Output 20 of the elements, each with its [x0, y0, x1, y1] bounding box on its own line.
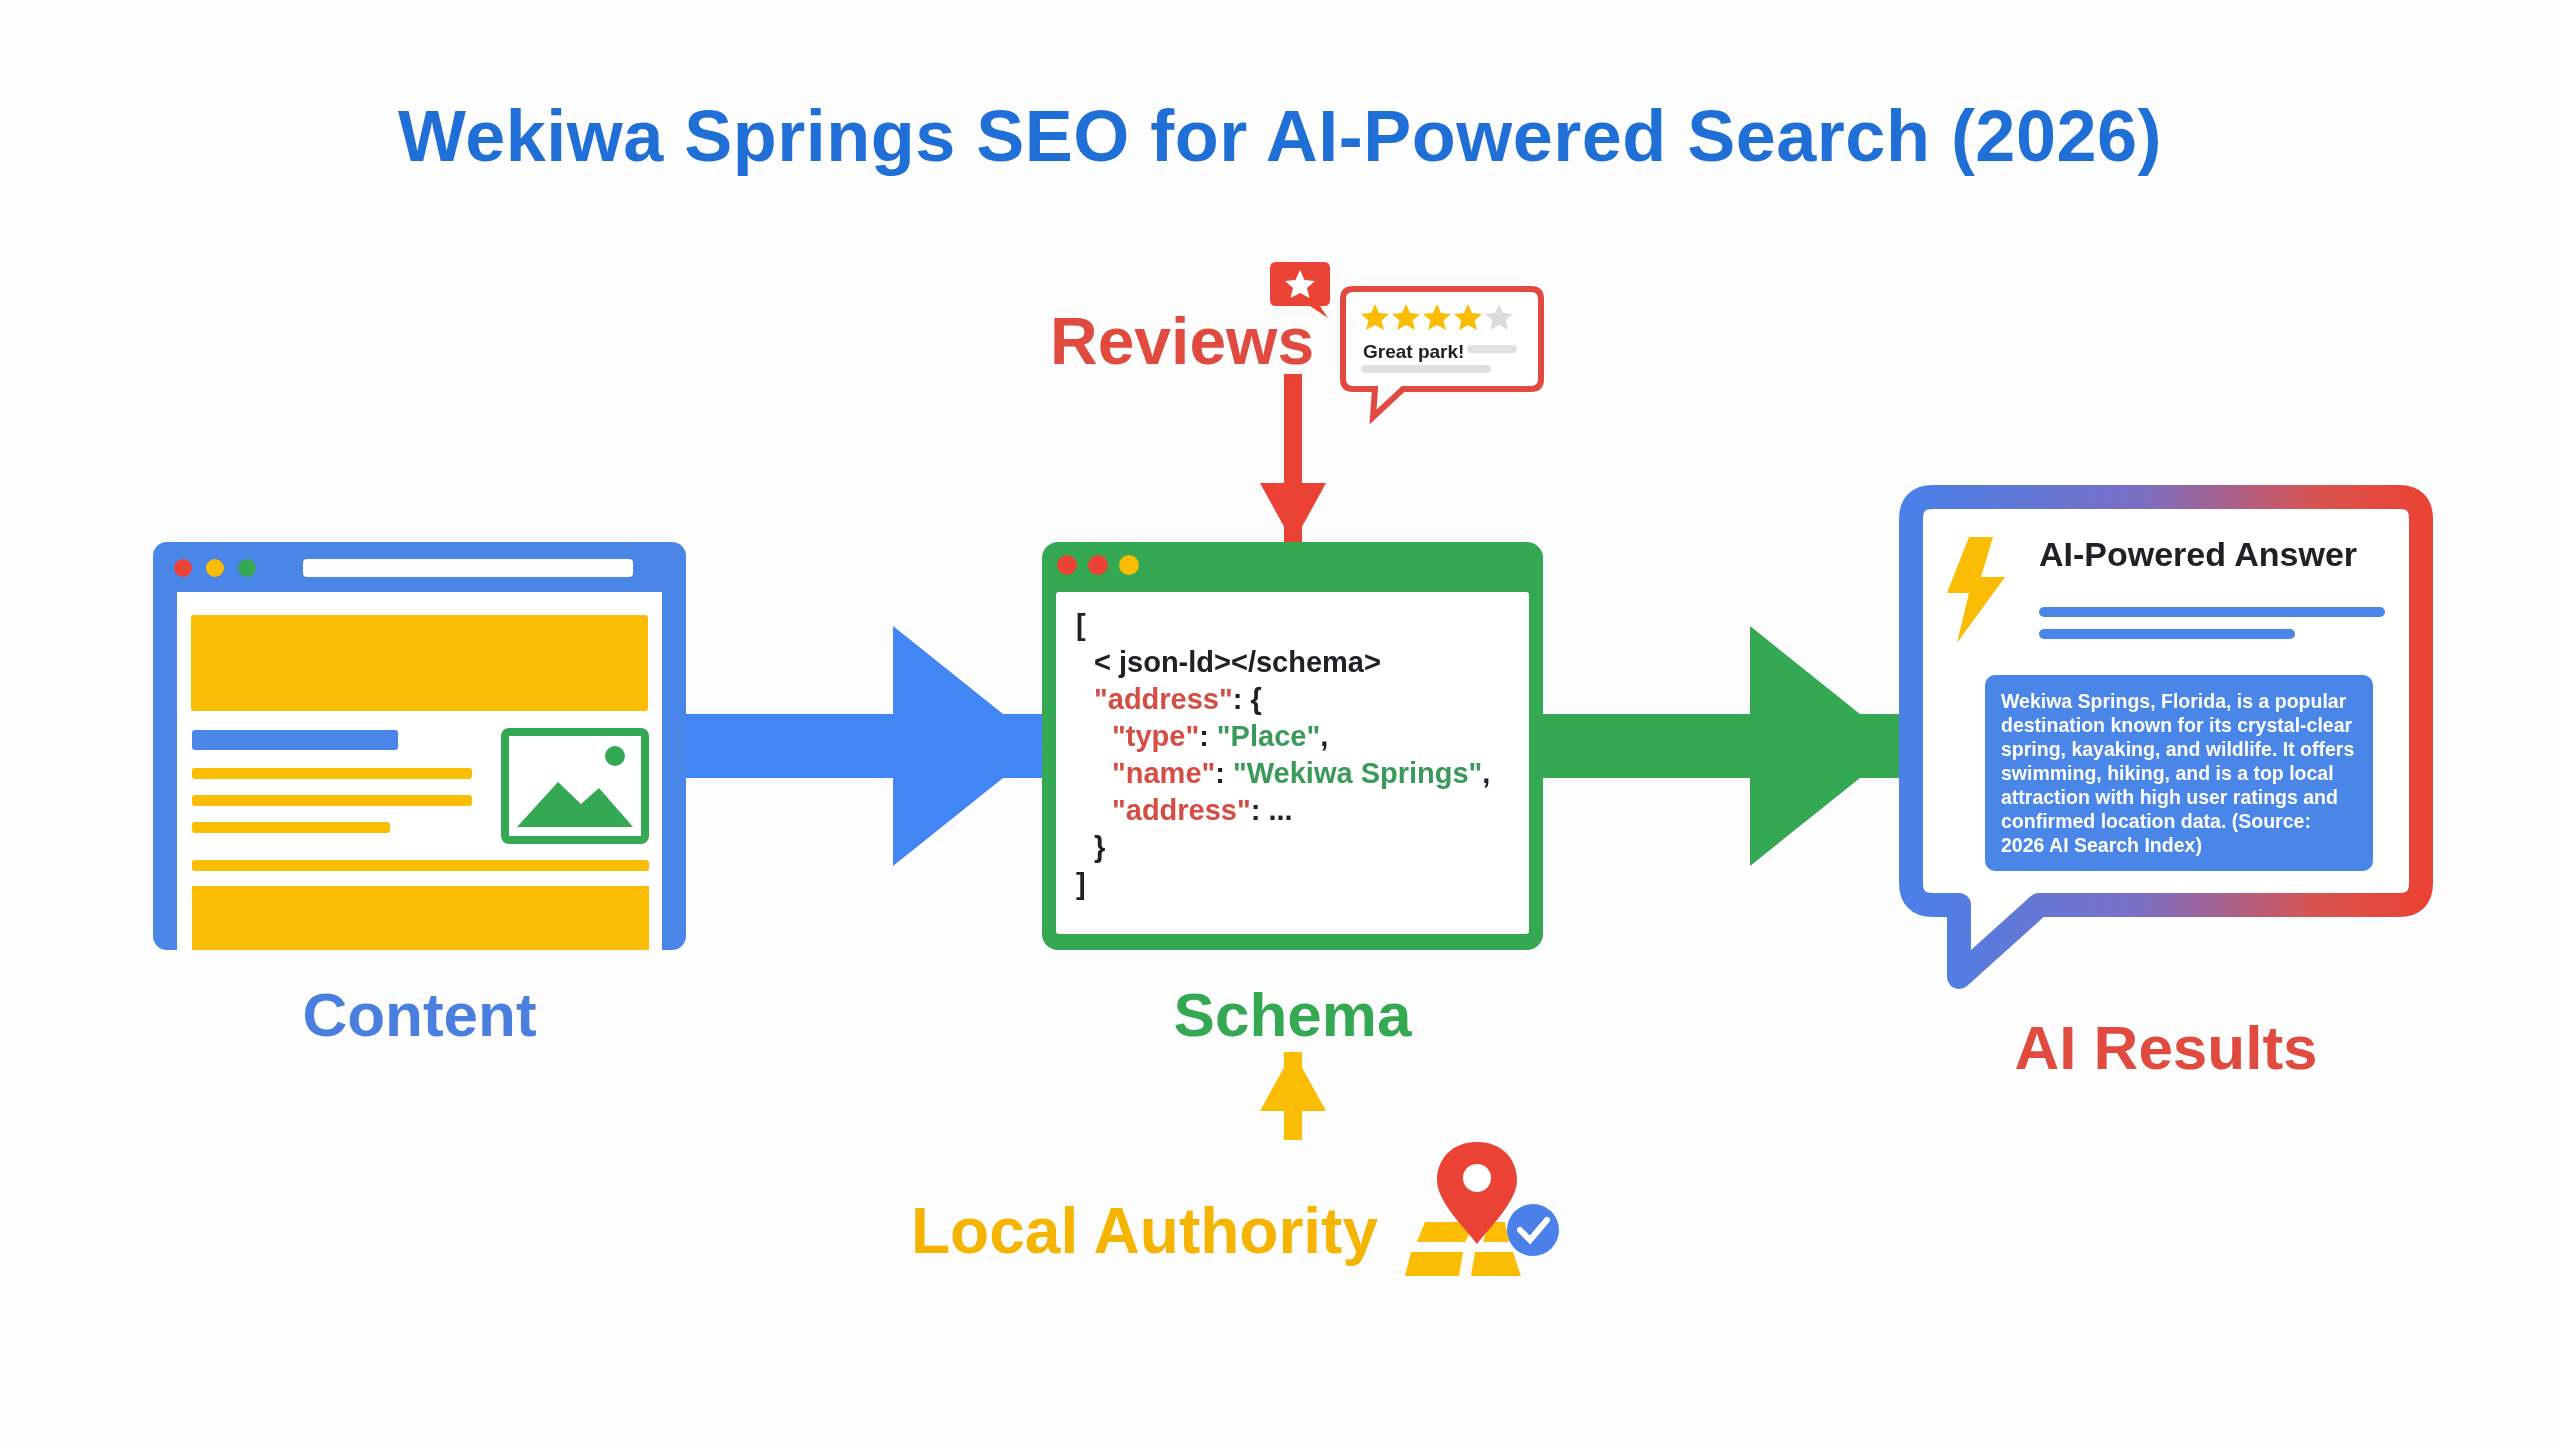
review-text: Great park! — [1363, 341, 1465, 363]
node-caption: Schema — [1173, 978, 1412, 1051]
code-line: ] — [1076, 867, 1086, 902]
code-line: "name": "Wekiwa Springs", — [1111, 756, 1491, 791]
node-caption: Content — [302, 978, 537, 1051]
answer-heading: AI-Powered Answer — [2039, 535, 2358, 574]
node-caption: AI Results — [2014, 1011, 2318, 1084]
code-line: < json-ld></schema> — [1093, 645, 1381, 680]
block-arrow — [686, 626, 1043, 866]
code-line: "type": "Place", — [1111, 719, 1329, 754]
arrow — [1260, 374, 1326, 543]
block-arrow — [1543, 626, 1900, 866]
arrow — [1260, 1051, 1326, 1140]
code-line: "address": ... — [1111, 793, 1293, 828]
node-title: Reviews — [1050, 308, 1315, 374]
code-line: [ — [1076, 608, 1086, 643]
code-line: "address": { — [1093, 682, 1262, 717]
diagram-title: Wekiwa Springs SEO for AI-Powered Search (2026) — [397, 95, 2163, 177]
code-line: } — [1093, 830, 1106, 865]
answer-text: Wekiwa Springs, Florida, is a popular destination known for its crystal-clear spring, kayaking, and wildlife. It offers swimming, hiking, and is a top local attraction with high user ratings and confirmed location data. (Source: 2026 AI Search Index) — [1985, 675, 2373, 871]
